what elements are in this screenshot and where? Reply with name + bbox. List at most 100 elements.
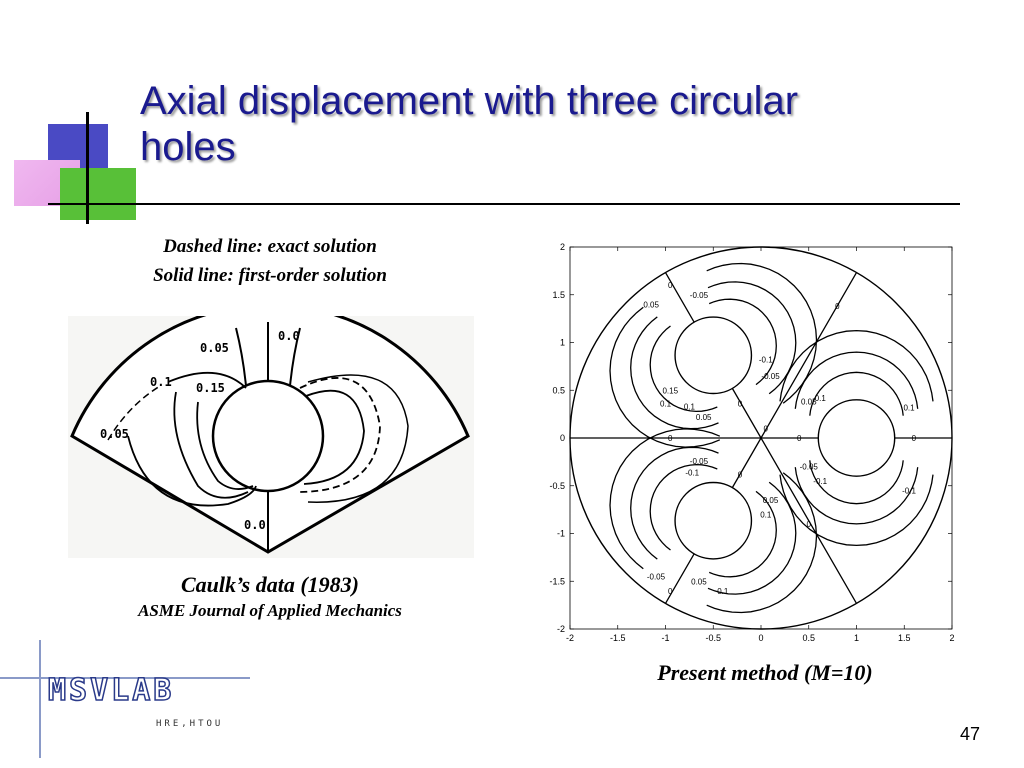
hole-circle [674, 316, 753, 395]
contour-line [809, 460, 904, 505]
title-divider [48, 203, 960, 205]
contour-label: 0 [912, 434, 917, 443]
msvlab-logo: MSVLAB HRE,HTOU [0, 640, 250, 758]
contour-label: 0 [835, 302, 840, 311]
contour-line [706, 472, 818, 614]
y-tick-label: -2 [557, 624, 565, 634]
contour-line [649, 325, 718, 413]
contour-label: 0.1 [717, 587, 729, 596]
contour-line [779, 474, 934, 547]
contour-0.05-a [167, 371, 247, 389]
x-tick-label: -1.5 [610, 633, 626, 643]
contour-label: -0.1 [685, 468, 699, 477]
y-tick-label: -1.5 [549, 576, 565, 586]
contour-label: 0.1 [815, 394, 827, 403]
y-tick-label: -0.5 [549, 481, 565, 491]
contour-line [630, 446, 719, 560]
label-0.15: 0.15 [196, 381, 225, 395]
contour-0.1-left [173, 391, 249, 499]
zero-contour-inner [731, 437, 762, 488]
contour-line [779, 329, 934, 402]
contour-label: 0.1 [760, 510, 772, 519]
contour-line [707, 481, 797, 595]
present-method-plot: -2 -1.5 -1 -0.5 0 0.5 1 1.5 2 2 1.5 1 0.5 0 -0.5 -1 -1.5… [549, 242, 954, 643]
contour-line [706, 262, 818, 404]
title-line-1: Axial displacement with three circular [140, 79, 799, 123]
contour-line [707, 281, 797, 395]
contour-right-outer [307, 374, 409, 503]
contour-0.15-left [196, 401, 254, 490]
contour-label: -0.05 [690, 457, 709, 466]
contour-label: 0.05 [763, 496, 779, 505]
contour-0.0-left [235, 327, 247, 387]
contour-label: 0.05 [696, 413, 712, 422]
left-caption-dashed: Dashed line: exact solution [163, 236, 377, 257]
contour-dashed-outer [107, 385, 161, 441]
label-0.0-top: 0.0 [278, 329, 300, 343]
contour-label: 0 [764, 424, 769, 433]
y-tick-label: 2 [560, 242, 565, 252]
contour-label: 0 [668, 281, 673, 290]
x-tick-label: -2 [566, 633, 574, 643]
present-method-caption: Present method (M=10) [657, 660, 873, 685]
contour-label: -0.1 [902, 487, 916, 496]
label-0.0-bottom: 0.0 [244, 518, 266, 532]
contour-label: 0.1 [903, 403, 915, 412]
y-tick-label: 0.5 [552, 385, 565, 395]
label-0.05-left: 0.05 [100, 427, 129, 441]
contour-label: -0.05 [761, 372, 780, 381]
page-number: 47 [960, 724, 981, 744]
x-tick-label: -1 [661, 633, 669, 643]
contour-line [708, 298, 777, 386]
contour-line [609, 428, 721, 570]
y-tick-label: 0 [560, 433, 565, 443]
contour-label: 0 [738, 400, 743, 409]
x-tick-label: 0 [758, 633, 763, 643]
journal-caption: ASME Journal of Applied Mechanics [138, 601, 402, 620]
contour-label: 0.15 [662, 386, 678, 395]
contour-line [649, 463, 718, 551]
x-tick-label: 1.5 [898, 633, 911, 643]
contour-0.05-b [127, 435, 257, 507]
contour-0.0-right [289, 327, 301, 387]
x-tick-label: 1 [854, 633, 859, 643]
hole-circle [211, 379, 325, 493]
zero-contour [664, 272, 695, 323]
zero-contour [760, 272, 858, 439]
logo-subtitle: HRE,HTOU [156, 719, 223, 729]
contour-label: -0.05 [800, 463, 819, 472]
zero-contour [760, 437, 858, 604]
contour-0.15-right [303, 389, 365, 485]
hole-circle [817, 399, 896, 477]
contour-label: -0.05 [690, 291, 709, 300]
contour-label: 0.05 [801, 398, 817, 407]
contour-line [708, 490, 777, 578]
contour-label: -0.1 [759, 356, 773, 365]
zero-contour-inner [731, 388, 762, 439]
y-tick-label: -1 [557, 529, 565, 539]
contour-label: 0.1 [660, 400, 672, 409]
left-caption-solid: Solid line: first-order solution [153, 265, 387, 286]
contour-label: 0.05 [691, 577, 707, 586]
hole-circle [674, 481, 753, 560]
x-tick-label: 2 [949, 633, 954, 643]
contour-0.1-right [299, 377, 381, 493]
contour-label: 0 [797, 434, 802, 443]
logo-name: MSVLAB [48, 673, 174, 708]
x-tick-label: 0.5 [802, 633, 815, 643]
contour-label: 0 [807, 520, 812, 529]
contour-label: 0.1 [684, 402, 696, 411]
zero-contour [664, 553, 695, 604]
label-0.05-top: 0.05 [200, 341, 229, 355]
contour-label: 0 [738, 470, 743, 479]
contour-label: -0.1 [813, 477, 827, 486]
slide-title: Axial displacement with three circular h… [140, 78, 940, 170]
contour-label: 0.05 [643, 300, 659, 309]
y-tick-label: 1.5 [552, 290, 565, 300]
contour-line [809, 371, 904, 416]
x-tick-label: -0.5 [705, 633, 721, 643]
y-tick-label: 1 [560, 338, 565, 348]
contour-label: 0 [668, 434, 673, 443]
decor-green-square [60, 168, 136, 220]
label-0.1: 0.1 [150, 375, 172, 389]
